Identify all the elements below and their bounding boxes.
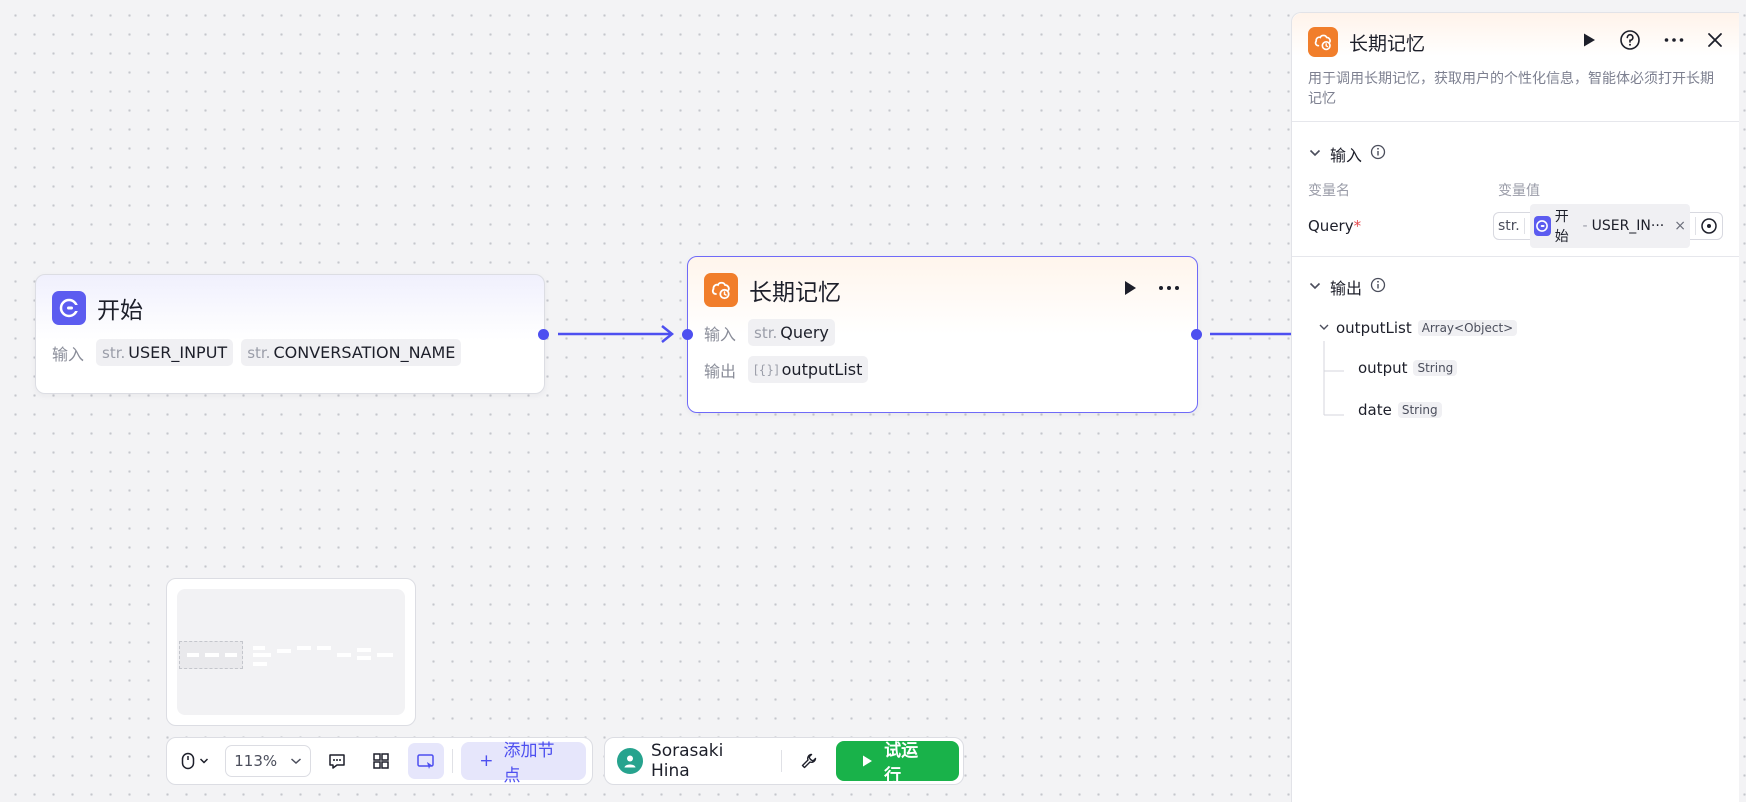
avatar[interactable]: [617, 748, 643, 774]
target-icon[interactable]: [1695, 217, 1718, 235]
start-output-port[interactable]: [538, 329, 549, 340]
panel-description: 用于调用长期记忆，获取用户的个性化信息，智能体必须打开长期记忆: [1308, 71, 1714, 107]
comment-icon: [329, 754, 345, 769]
minimap-nodes: [187, 646, 393, 666]
chevron-down-icon[interactable]: [1308, 278, 1322, 297]
info-icon[interactable]: [1370, 277, 1386, 297]
memory-output-chip: [{}]outputList: [748, 356, 869, 383]
chevron-down-icon[interactable]: [1308, 145, 1322, 164]
chevron-down-icon: [290, 758, 301, 765]
start-input-chip: str.CONVERSATION_NAME: [241, 339, 462, 366]
reference-chip: 开始 - USER_IN··· ×: [1529, 204, 1690, 248]
start-input-label: 输入: [52, 344, 85, 364]
grid-layout-icon: [373, 753, 390, 769]
memory-output-label: 输出: [704, 361, 737, 381]
type-tag: Array<Object>: [1417, 320, 1518, 336]
minimap[interactable]: [166, 578, 416, 726]
memory-node[interactable]: 长期记忆 输入 str.Query 输出 [{}]outputList: [687, 256, 1198, 413]
user-name[interactable]: Sorasaki Hina: [650, 741, 724, 781]
start-input-chip: str.USER_INPUT: [96, 339, 234, 366]
required-mark: *: [1353, 217, 1362, 235]
input-section-title: 输入: [1330, 146, 1363, 165]
start-icon: [52, 291, 86, 325]
type-tag: String: [1413, 360, 1458, 376]
zoom-value: 113%: [234, 752, 278, 770]
minimap-icon: [417, 754, 434, 769]
run-node-icon[interactable]: [1581, 32, 1597, 52]
chevron-down-icon: [200, 758, 209, 764]
more-icon[interactable]: [1663, 31, 1685, 53]
memory-input-label: 输入: [704, 324, 737, 344]
tree-child[interactable]: date String: [1318, 401, 1723, 419]
more-icon[interactable]: [1157, 279, 1181, 301]
tree-child[interactable]: output String: [1318, 359, 1723, 377]
memory-input-chip: str.Query: [748, 319, 835, 346]
debug-tools-button[interactable]: [790, 743, 828, 779]
try-run-label: 试运行: [884, 741, 919, 786]
try-run-button[interactable]: 试运行: [836, 741, 959, 786]
long-term-memory-icon: [704, 273, 738, 307]
long-term-memory-icon: [1308, 27, 1338, 57]
col-variable-value: 变量值: [1498, 183, 1540, 199]
node-config-panel: 长期记忆 用于调用长期记忆，获取用户的个性化信息，智能体必须打开长期记忆 输入 …: [1291, 12, 1739, 802]
output-section-title: 输出: [1330, 279, 1363, 298]
play-icon: [863, 755, 873, 767]
minimap-toggle-button[interactable]: [407, 743, 445, 779]
add-node-button[interactable]: + 添加节点: [461, 741, 586, 786]
run-bar: Sorasaki Hina 试运行: [604, 737, 964, 786]
run-node-icon[interactable]: [1121, 279, 1139, 301]
variable-reference-field[interactable]: str. 开始 - USER_IN··· ×: [1493, 204, 1723, 248]
param-name: Query: [1308, 217, 1354, 235]
ref-separator: -: [1582, 218, 1588, 234]
plus-icon: +: [479, 751, 494, 771]
mouse-icon: [181, 752, 195, 770]
start-node[interactable]: 开始 输入 str.USER_INPUT str.CONVERSATION_NA…: [35, 274, 545, 394]
user-icon: [624, 755, 636, 768]
output-tree: outputList Array<Object> output String d…: [1308, 319, 1723, 419]
panel-title: 长期记忆: [1349, 32, 1426, 55]
type-prefix: str.: [1498, 218, 1525, 234]
close-icon[interactable]: [1707, 32, 1723, 52]
memory-output-port[interactable]: [1191, 329, 1202, 340]
chevron-down-icon[interactable]: [1318, 319, 1330, 337]
interaction-mode-button[interactable]: [173, 743, 217, 779]
comment-button[interactable]: [319, 743, 356, 779]
input-section: 输入 变量名 变量值 Query * str. 开始 - USER_IN··· …: [1292, 122, 1739, 257]
help-icon[interactable]: [1619, 29, 1641, 55]
layout-button[interactable]: [363, 743, 400, 779]
info-icon[interactable]: [1370, 144, 1386, 164]
wrench-icon: [801, 753, 817, 769]
ref-variable-name: USER_IN···: [1591, 218, 1665, 234]
tree-root[interactable]: outputList Array<Object>: [1318, 319, 1723, 337]
output-child-name: output: [1358, 359, 1408, 377]
memory-input-port[interactable]: [682, 329, 693, 340]
add-node-label: 添加节点: [503, 741, 555, 786]
tree-lines: [1323, 341, 1344, 416]
memory-node-title: 长期记忆: [749, 280, 841, 306]
clear-icon[interactable]: ×: [1674, 218, 1686, 234]
output-child-name: date: [1358, 401, 1392, 419]
start-icon: [1533, 216, 1551, 236]
type-tag: String: [1397, 402, 1442, 418]
ref-node-name: 开始: [1554, 209, 1569, 245]
output-section: 输出 outputList Array<Object> output Strin…: [1292, 257, 1739, 435]
canvas-toolbar: 113% + 添加节点: [166, 737, 593, 786]
zoom-select[interactable]: 113%: [225, 745, 311, 777]
start-node-title: 开始: [97, 298, 143, 324]
output-root-name: outputList: [1336, 319, 1412, 337]
edge-arrowhead: [661, 325, 675, 343]
col-variable-name: 变量名: [1308, 183, 1350, 199]
